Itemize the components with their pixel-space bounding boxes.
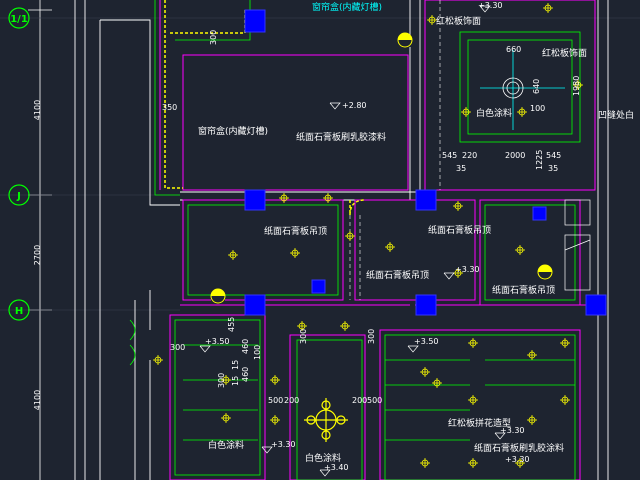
- label-ceiling-2: 纸面石膏板吊顶: [428, 224, 491, 236]
- ceiling-outlines: [159, 0, 598, 480]
- dim-19: 15: [231, 360, 240, 370]
- green-frame-lines: [154, 0, 581, 480]
- elevation-1: +3.30: [478, 1, 503, 10]
- axis-spacing-2: 2700: [33, 245, 42, 265]
- dim-24: 200: [284, 396, 299, 405]
- label-paper-gypsum-paint-2: 纸面石膏板刷乳胶涂料: [474, 442, 564, 454]
- axis-label-h: H: [15, 306, 23, 317]
- right-fixtures: [564, 199, 591, 291]
- elevation-marks: [199, 5, 506, 477]
- ceiling-lights: [153, 3, 583, 468]
- label-ceiling-1: 纸面石膏板吊顶: [264, 225, 327, 237]
- dim-21: 460: [241, 367, 250, 382]
- elevation-3: +3.30: [455, 265, 480, 274]
- exhaust-fans: [210, 32, 553, 304]
- elevation-9: +3.30: [505, 455, 530, 464]
- axis-label-j: J: [16, 191, 21, 202]
- elevation-5: +3.50: [205, 337, 230, 346]
- axis-bubbles: [8, 7, 30, 321]
- dim-6: 1980: [572, 76, 581, 96]
- label-curtain-box-left: 窗帘盒(内藏灯槽): [198, 125, 268, 137]
- dim-22: 300: [299, 329, 308, 344]
- elevation-8: +3.40: [324, 463, 349, 472]
- axis-label-1-1: 1/1: [10, 14, 28, 25]
- dim-1: 300: [209, 30, 218, 45]
- dim-23: 500: [268, 396, 283, 405]
- dim-17: 100: [253, 345, 262, 360]
- label-ceiling-3: 纸面石膏板吊顶: [366, 269, 429, 281]
- label-red-pine-pattern: 红松板拼花造型: [448, 417, 511, 429]
- elevation-6: +3.50: [414, 337, 439, 346]
- columns: [244, 9, 607, 316]
- dim-9: 2000: [505, 151, 525, 160]
- elevation-7: +3.30: [271, 440, 296, 449]
- dim-20: 15: [231, 376, 240, 386]
- label-red-pine-right: 红松板饰面: [542, 47, 587, 59]
- label-paper-gypsum-paint: 纸面石膏板刷乳胶漆料: [296, 131, 386, 143]
- ceiling-medallion: [304, 398, 348, 442]
- door-swing: [129, 319, 136, 366]
- dim-5: 100: [530, 104, 545, 113]
- label-concave-line: 凹缝处白: [598, 109, 634, 121]
- dim-4: 640: [532, 79, 541, 94]
- label-curtain-box-top: 窗帘盒(内藏灯槽): [312, 1, 382, 13]
- red-pine-square: [480, 50, 565, 130]
- dim-2: 350: [162, 103, 177, 112]
- dim-25: 200: [352, 396, 367, 405]
- label-white-paint-2: 白色涂料: [208, 439, 244, 451]
- dim-7: 545: [442, 151, 457, 160]
- dim-15: 300: [170, 343, 185, 352]
- dashed-dividers: [349, 0, 441, 300]
- label-white-paint-1: 白色涂料: [476, 107, 512, 119]
- axis-spacing-1: 4100: [33, 100, 42, 120]
- label-white-paint-3: 白色涂料: [305, 452, 341, 464]
- dim-12: 35: [548, 164, 558, 173]
- dim-16: 460: [241, 339, 250, 354]
- walls: [74, 0, 609, 480]
- dim-10: 35: [456, 164, 466, 173]
- dim-8: 220: [462, 151, 477, 160]
- elevation-2: +2.80: [342, 101, 367, 110]
- label-ceiling-4: 纸面石膏板吊顶: [492, 284, 555, 296]
- elevation-4: +3.30: [500, 426, 525, 435]
- label-red-pine-top: 红松板饰面: [436, 15, 481, 27]
- dim-13: 1225: [535, 150, 544, 170]
- dim-14: 455: [227, 317, 236, 332]
- dim-3: 660: [506, 45, 521, 54]
- axis-spacing-3: 4100: [33, 390, 42, 410]
- dim-26: 500: [367, 396, 382, 405]
- dim-18: 300: [217, 373, 226, 388]
- dim-11: 545: [546, 151, 561, 160]
- dim-27: 300: [367, 329, 376, 344]
